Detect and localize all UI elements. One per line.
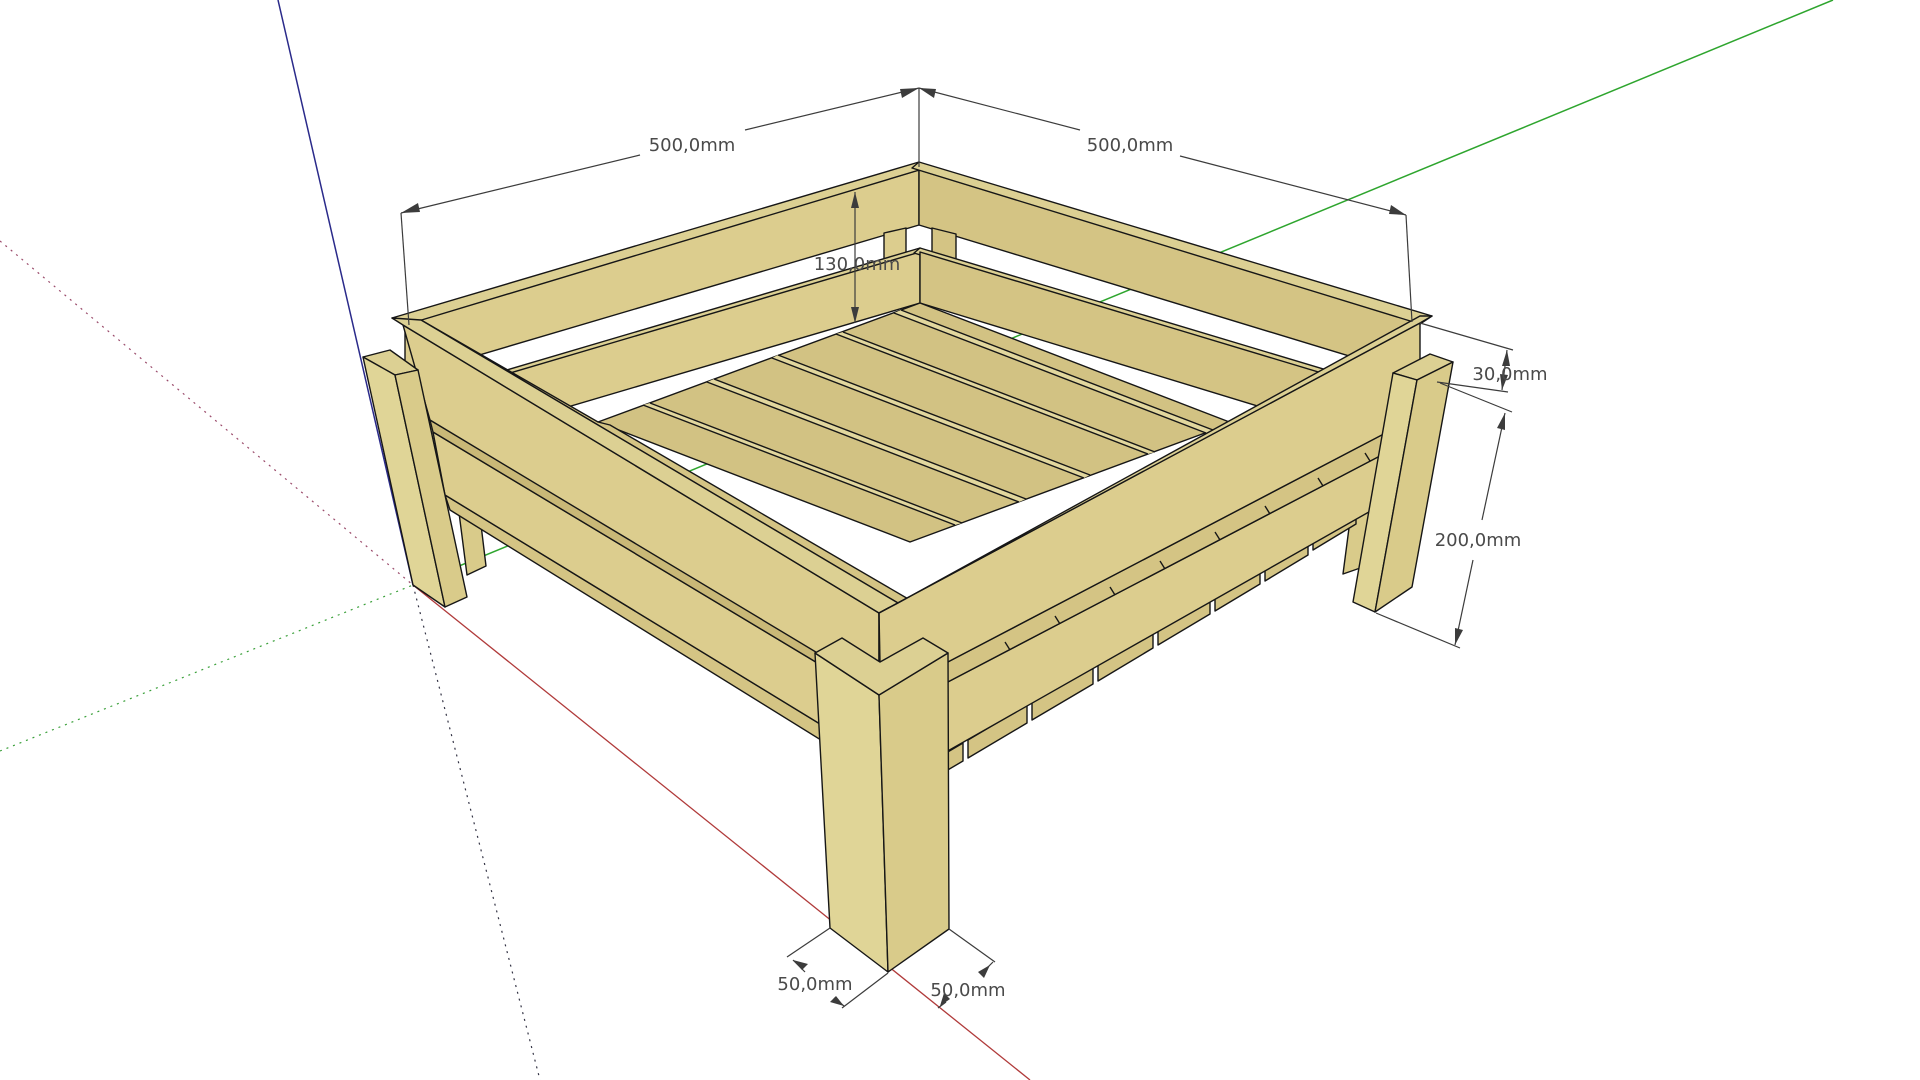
dimension-leg-depth-right[interactable]: 50,0mm — [930, 928, 1006, 1009]
dimension-rail-height[interactable]: 130,0mm — [814, 192, 901, 323]
red-axis-negative-dotted — [0, 240, 414, 586]
dimension-width-right[interactable]: 500,0mm — [918, 87, 1413, 323]
dimension-label: 30,0mm — [1472, 364, 1547, 385]
dimension-label: 500,0mm — [649, 135, 736, 156]
blue-axis — [277, 0, 414, 586]
floor — [597, 302, 1233, 543]
dimension-top-rail-thickness[interactable]: 30,0mm — [1419, 322, 1548, 393]
floor-slats — [642, 309, 1214, 526]
dimension-label: 50,0mm — [930, 980, 1005, 1001]
front-right-top-rail-top — [878, 315, 1433, 614]
dimension-label: 130,0mm — [814, 254, 901, 275]
dimension-leg-height[interactable]: 200,0mm — [1375, 382, 1522, 649]
red-axis — [412, 584, 1031, 1080]
front-right-slat-notches — [1004, 452, 1371, 651]
left-leg — [362, 349, 468, 608]
dimension-width-left[interactable]: 500,0mm — [400, 87, 920, 326]
dimension-label: 500,0mm — [1087, 135, 1174, 156]
planter-model[interactable] — [362, 161, 1454, 973]
dimension-label: 50,0mm — [777, 974, 852, 995]
dimension-label: 200,0mm — [1435, 530, 1522, 551]
front-leg — [814, 612, 950, 973]
right-leg — [1352, 353, 1454, 613]
dimension-leg-depth-left[interactable]: 50,0mm — [777, 927, 889, 1009]
blue-axis-negative-dotted — [412, 584, 541, 1080]
green-axis-negative-dotted — [0, 584, 414, 752]
